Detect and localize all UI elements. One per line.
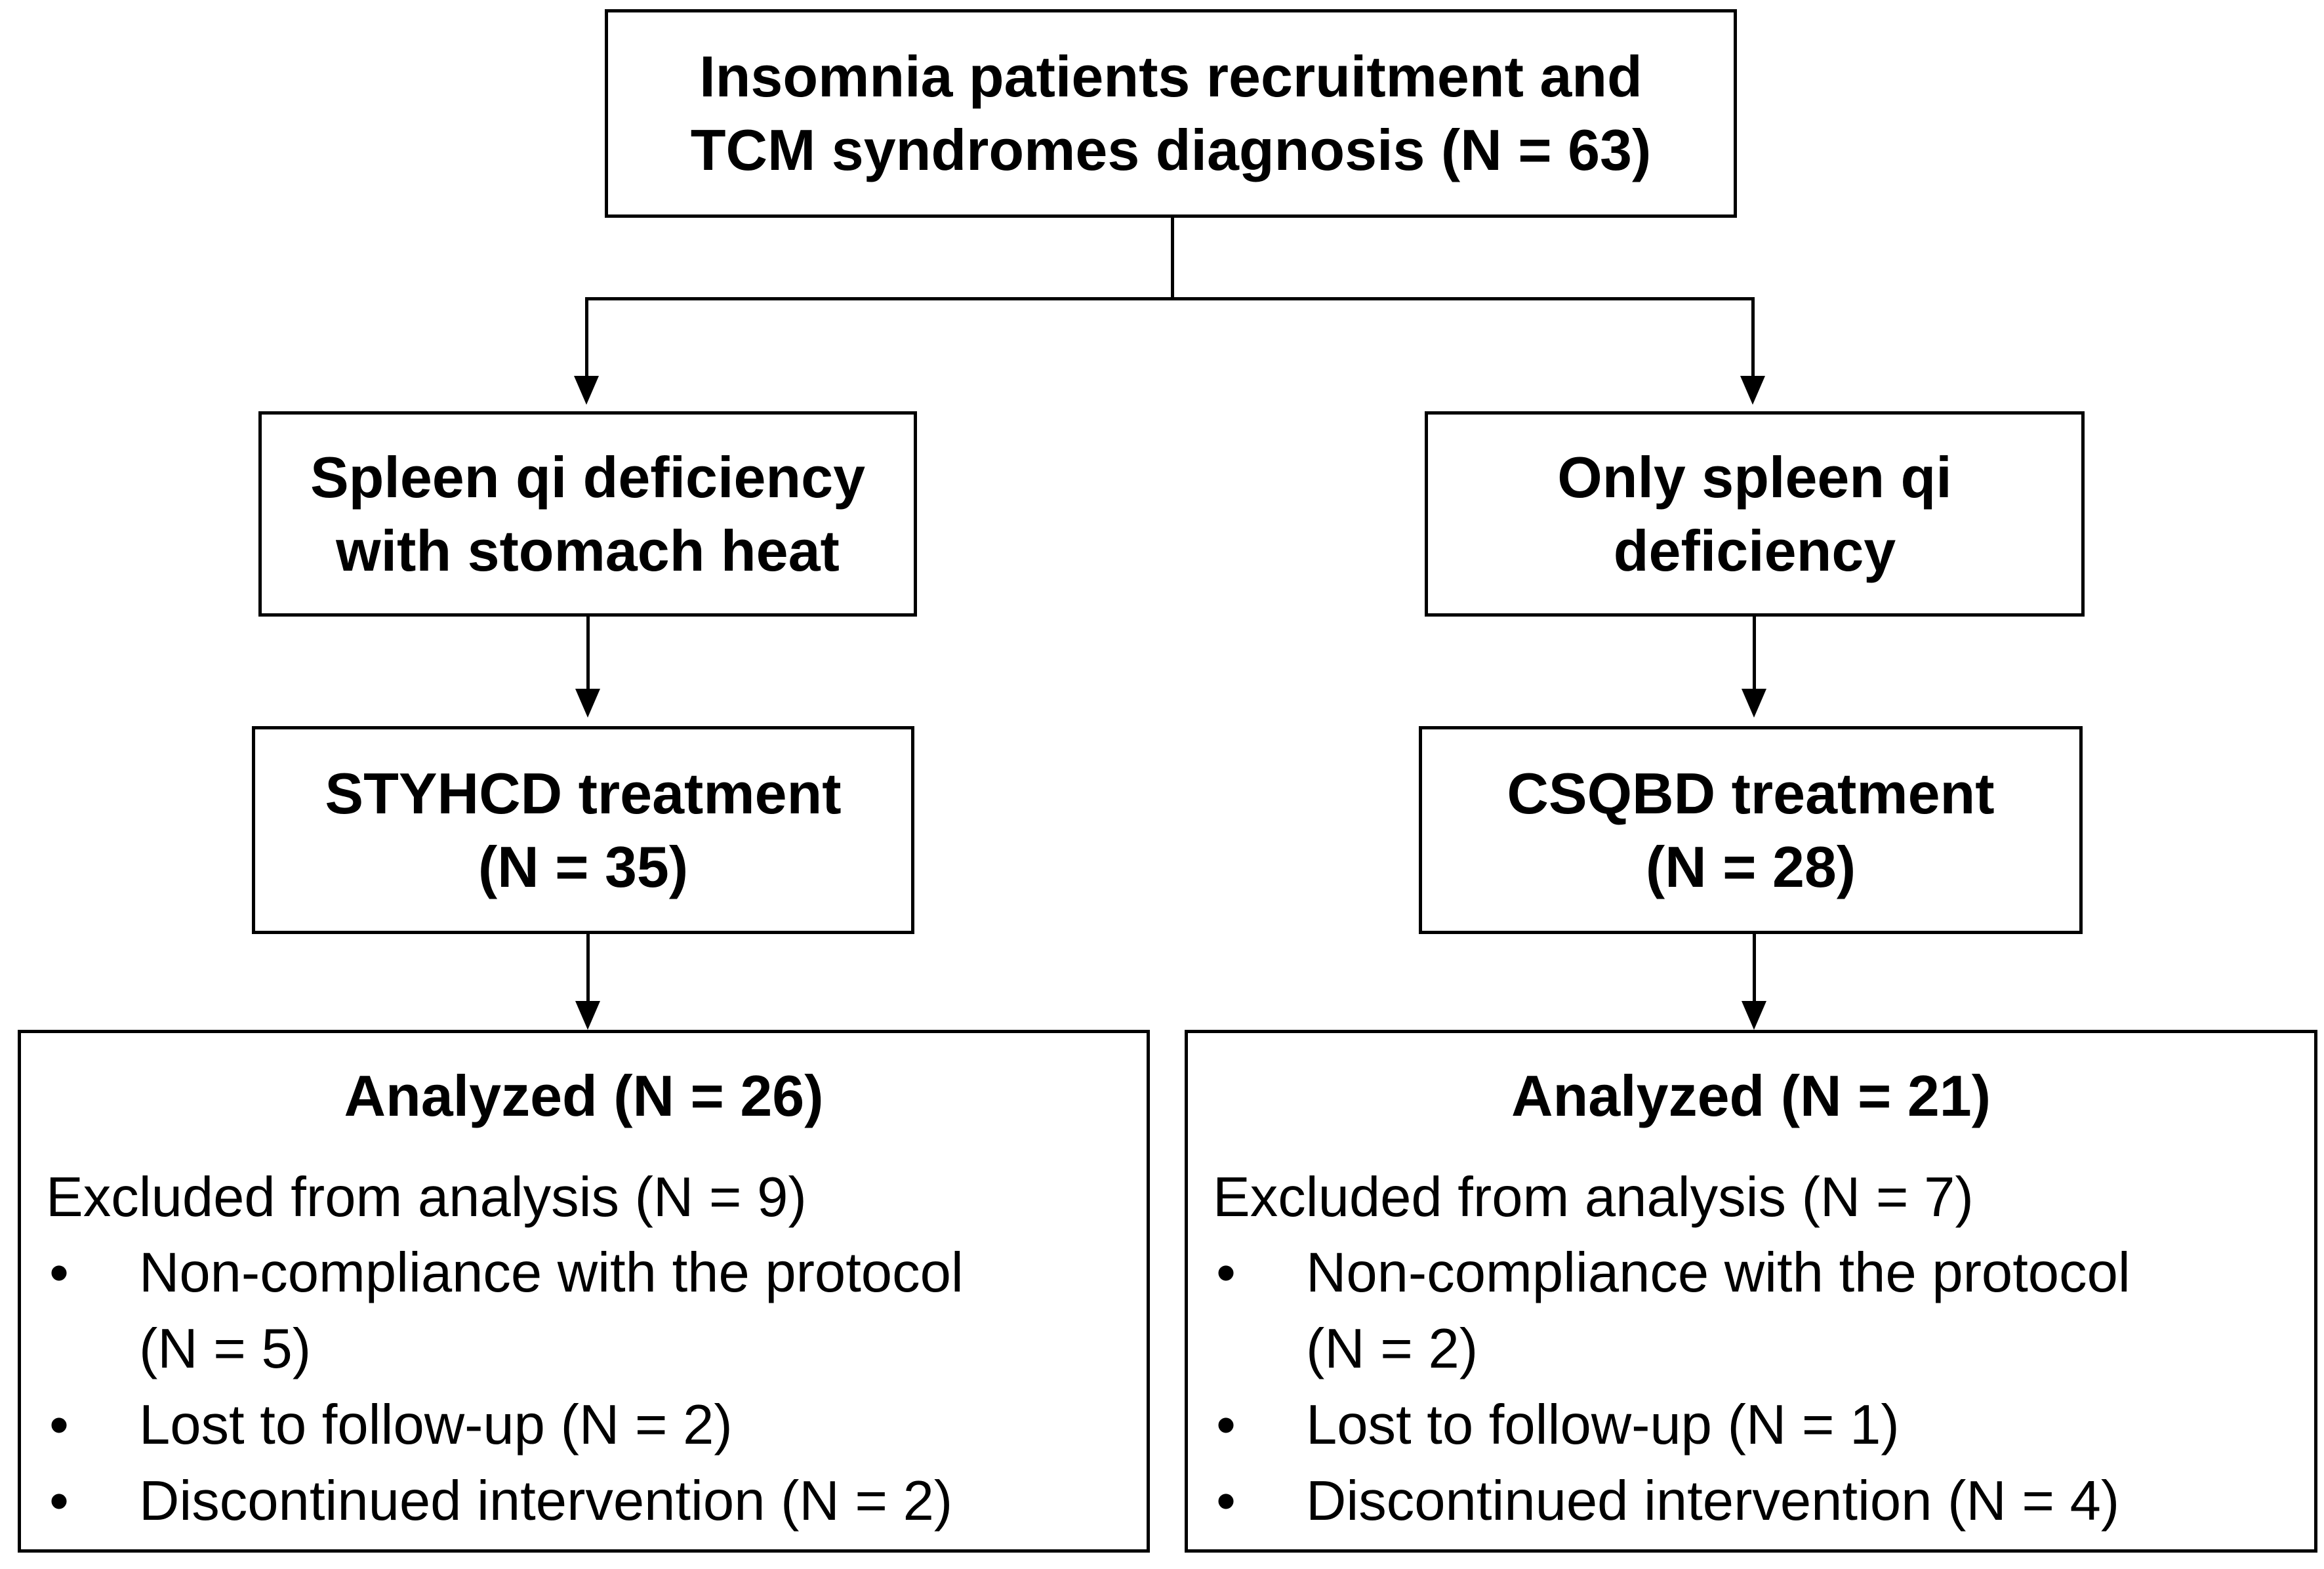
bullet-icon: • (49, 1242, 69, 1304)
left-syndrome-line-2: with stomach heat (336, 518, 840, 583)
connector-right-syndrome-treatment (1753, 617, 1756, 689)
reason-text: Non-compliance with the protocol (139, 1242, 964, 1304)
bullet-icon: • (49, 1470, 69, 1532)
left-treatment-line-1: STYHCD treatment (325, 760, 842, 826)
recruitment-box: Insomnia patients recruitment and TCM sy… (605, 9, 1737, 218)
bullet-icon: • (1216, 1394, 1236, 1456)
right-treatment-line-1: CSQBD treatment (1507, 760, 1995, 826)
arrow-to-left-treatment (575, 689, 600, 718)
right-analysis-box: Analyzed (N = 21) Excluded from analysis… (1185, 1030, 2317, 1553)
reason-text: Discontinued intervention (N = 2) (139, 1470, 953, 1532)
left-exclusion-list: • Non-compliance with the protocol (N = … (46, 1235, 964, 1539)
arrow-to-right-analysis (1742, 1001, 1766, 1030)
bullet-icon: • (1216, 1470, 1236, 1532)
reason-text: Discontinued intervention (N = 4) (1306, 1470, 2120, 1532)
recruitment-line-1: Insomnia patients recruitment and (699, 44, 1642, 109)
reason-text: Lost to follow-up (N = 1) (1306, 1394, 1900, 1456)
connector-right-drop (1751, 297, 1755, 376)
right-excluded-heading: Excluded from analysis (N = 7) (1213, 1166, 1974, 1229)
reason-text: Lost to follow-up (N = 2) (139, 1394, 733, 1456)
list-item: • Lost to follow-up (N = 1) (1213, 1387, 2130, 1463)
right-syndrome-line-1: Only spleen qi (1557, 444, 1952, 510)
connector-left-drop (585, 297, 588, 376)
connector-top-stem (1171, 218, 1174, 300)
right-treatment-box: CSQBD treatment (N = 28) (1419, 726, 2083, 934)
left-treatment-box: STYHCD treatment (N = 35) (252, 726, 914, 934)
list-item: • Discontinued intervention (N = 4) (1213, 1463, 2130, 1539)
arrow-to-left-analysis (575, 1001, 600, 1030)
right-exclusion-list: • Non-compliance with the protocol (N = … (1213, 1235, 2130, 1539)
reason-text: Non-compliance with the protocol (1306, 1242, 2130, 1304)
list-item: • Lost to follow-up (N = 2) (46, 1387, 964, 1463)
connector-horizontal (585, 297, 1755, 300)
recruitment-line-2: TCM syndromes diagnosis (N = 63) (690, 117, 1652, 182)
left-syndrome-line-1: Spleen qi deficiency (310, 444, 866, 510)
list-item: • Discontinued intervention (N = 2) (46, 1463, 964, 1539)
left-excluded-heading: Excluded from analysis (N = 9) (46, 1166, 807, 1229)
arrow-to-left-syndrome (574, 376, 599, 405)
left-treatment-line-2: (N = 35) (478, 834, 689, 899)
right-analyzed-title: Analyzed (N = 21) (1511, 1063, 1991, 1128)
list-item: • Non-compliance with the protocol (N = … (46, 1235, 964, 1387)
right-syndrome-line-2: deficiency (1613, 518, 1896, 583)
arrow-to-right-syndrome (1740, 376, 1765, 405)
connector-left-syndrome-treatment (586, 617, 590, 689)
bullet-icon: • (49, 1394, 69, 1456)
right-syndrome-box: Only spleen qi deficiency (1425, 411, 2085, 617)
reason-count: (N = 5) (139, 1318, 312, 1380)
right-treatment-line-2: (N = 28) (1645, 834, 1856, 899)
connector-right-treatment-analysis (1753, 934, 1756, 1004)
list-item: • Non-compliance with the protocol (N = … (1213, 1235, 2130, 1387)
left-analyzed-title: Analyzed (N = 26) (344, 1063, 824, 1128)
left-analysis-box: Analyzed (N = 26) Excluded from analysis… (18, 1030, 1150, 1553)
left-syndrome-box: Spleen qi deficiency with stomach heat (258, 411, 917, 617)
arrow-to-right-treatment (1742, 689, 1766, 718)
connector-left-treatment-analysis (586, 934, 590, 1004)
reason-count: (N = 2) (1306, 1318, 1478, 1380)
bullet-icon: • (1216, 1242, 1236, 1304)
